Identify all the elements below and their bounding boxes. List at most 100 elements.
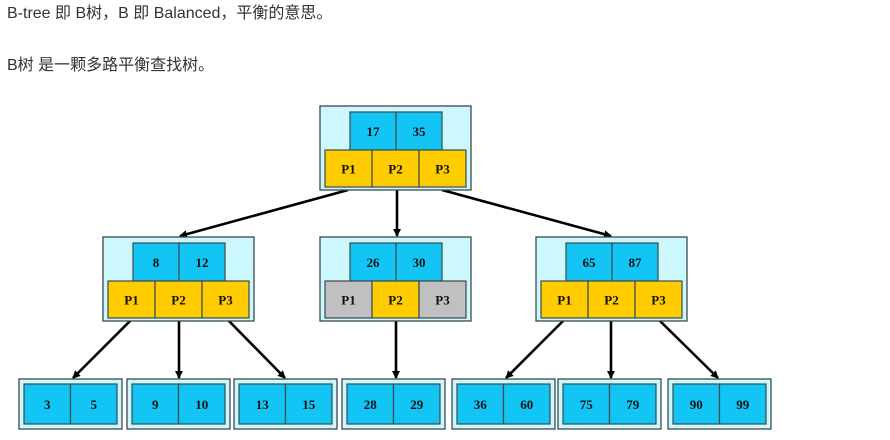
pointer-label: P2 [171, 293, 185, 308]
key-value: 99 [736, 397, 750, 412]
key-cell-box [132, 242, 180, 282]
pointer-arrow [441, 188, 612, 239]
pointer-arrow [72, 319, 132, 379]
pointer-cell-box [418, 280, 467, 319]
key-cell: 65 [565, 242, 613, 282]
key-cell-box [69, 383, 118, 425]
pointer-label: P2 [388, 162, 402, 177]
key-cell: 79 [608, 383, 657, 425]
key-cell: 75 [562, 383, 611, 425]
key-cell: 35 [395, 111, 443, 151]
pointer-label: P3 [435, 293, 450, 308]
key-cell: 5 [69, 383, 118, 425]
key-value: 5 [91, 397, 98, 412]
pointer-cell-box [371, 280, 420, 319]
key-value: 12 [196, 255, 209, 270]
key-cell: 8 [132, 242, 180, 282]
key-cell-box [238, 383, 287, 425]
key-cell-box [284, 383, 333, 425]
key-cell-box [502, 383, 551, 425]
pointer-label: P1 [124, 293, 138, 308]
pointer-cell-p2: P2 [371, 149, 420, 188]
pointer-label: P3 [435, 162, 450, 177]
key-cell: 3 [23, 383, 72, 425]
pointer-cell-p1: P1 [540, 280, 589, 319]
key-value: 36 [474, 397, 488, 412]
leaf-node: 9 10 [126, 378, 231, 430]
pointer-cell-p1: P1 [324, 280, 373, 319]
key-cell-box [131, 383, 180, 425]
tree-edges [72, 188, 719, 379]
key-value: 17 [367, 124, 381, 139]
key-value: 87 [629, 255, 643, 270]
pointer-arrow [505, 319, 565, 379]
pointer-label: P3 [218, 293, 233, 308]
key-cell-box [23, 383, 72, 425]
key-cell: 12 [178, 242, 226, 282]
pointer-cell-box [587, 280, 636, 319]
pointer-label: P3 [651, 293, 666, 308]
pointer-cell-box [324, 280, 373, 319]
key-cell: 90 [672, 383, 721, 425]
key-cell: 13 [238, 383, 287, 425]
key-cell-box [611, 242, 659, 282]
key-cell: 99 [718, 383, 767, 425]
leaf-node: 36 60 [451, 378, 556, 430]
leaf-node: 90 99 [667, 378, 772, 430]
key-cell: 17 [349, 111, 397, 151]
key-value: 90 [690, 397, 703, 412]
key-value: 15 [302, 397, 316, 412]
key-value: 8 [153, 255, 160, 270]
pointer-cell-p2: P2 [154, 280, 203, 319]
pointer-cell-p3: P3 [201, 280, 250, 319]
pointer-cell-p1: P1 [107, 280, 156, 319]
key-value: 9 [152, 397, 159, 412]
key-cell: 87 [611, 242, 659, 282]
pointer-cell-p3: P3 [418, 280, 467, 319]
intro-text-line-1: B-tree 即 B树，B 即 Balanced，平衡的意思。 [7, 5, 333, 22]
pointer-arrow [227, 319, 286, 379]
key-cell: 15 [284, 383, 333, 425]
key-cell: 10 [177, 383, 226, 425]
key-value: 10 [195, 397, 208, 412]
pointer-cell-box [634, 280, 683, 319]
pointer-cell-p2: P2 [587, 280, 636, 319]
key-value: 35 [413, 124, 427, 139]
pointer-cell-p3: P3 [634, 280, 683, 319]
pointer-cell-box [540, 280, 589, 319]
key-value: 3 [44, 397, 51, 412]
pointer-label: P1 [557, 293, 571, 308]
key-cell-box [395, 242, 443, 282]
key-cell-box [346, 383, 395, 425]
pointer-cell-box [107, 280, 156, 319]
pointer-arrow [658, 319, 719, 379]
key-cell: 9 [131, 383, 180, 425]
intro-text-line-2: B树 是一颗多路平衡查找树。 [7, 57, 215, 74]
key-value: 28 [364, 397, 378, 412]
pointer-label: P2 [388, 293, 402, 308]
pointer-cell-p2: P2 [371, 280, 420, 319]
pointer-cell-box [418, 149, 467, 188]
key-cell-box [718, 383, 767, 425]
pointer-label: P1 [341, 162, 355, 177]
key-value: 65 [583, 255, 597, 270]
pointer-cell-box [201, 280, 250, 319]
pointer-cell-p1: P1 [324, 149, 373, 188]
key-cell: 30 [395, 242, 443, 282]
pointer-arrow [179, 188, 349, 239]
key-cell-box [456, 383, 505, 425]
key-cell: 36 [456, 383, 505, 425]
key-cell-box [349, 242, 397, 282]
key-cell-box [392, 383, 441, 425]
key-value: 60 [520, 397, 533, 412]
leaf-node: 13 15 [233, 378, 338, 430]
key-cell: 60 [502, 383, 551, 425]
pointer-cell-box [371, 149, 420, 188]
pointer-label: P2 [604, 293, 618, 308]
